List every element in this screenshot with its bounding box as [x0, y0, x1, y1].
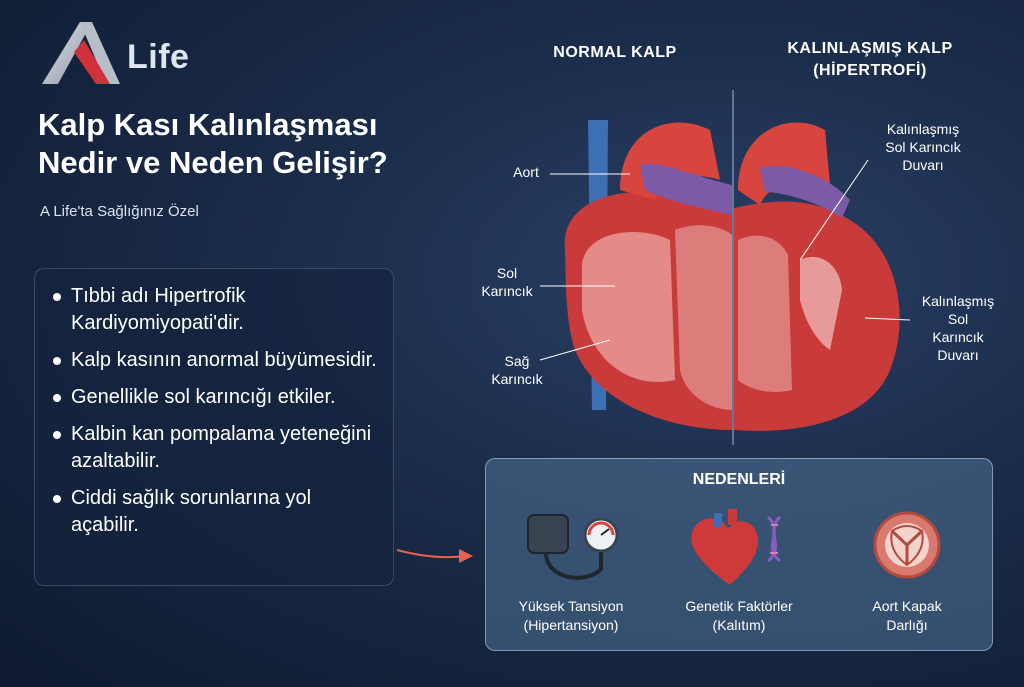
label-sag-karincik-line-1: Sağ [504, 353, 530, 369]
cause-aortic-stenosis: Aort Kapak Darlığı [832, 509, 982, 635]
thick-heading-line-1: KALINLAŞMIŞ KALP [787, 40, 953, 57]
label-aort: Aort [513, 164, 539, 180]
title-line-2: Nedir ve Neden Gelişir? [38, 145, 388, 180]
info-panel: Tıbbi adı Hipertrofik Kardiyomiyopati'di… [34, 268, 394, 586]
label-sol-karincik: Sol Karıncık [472, 264, 542, 300]
normal-heart-heading: NORMAL KALP [553, 44, 677, 61]
causes-panel: NEDENLERİ Yüksek Tansiyon (Hipertansiyon… [485, 458, 993, 651]
causes-title: NEDENLERİ [692, 471, 786, 488]
bullet-item: Kalp kasının anormal büyümesidir. [53, 347, 383, 374]
cause-hypertension: Yüksek Tansiyon (Hipertansiyon) [496, 509, 646, 635]
bullet-item: Tıbbi adı Hipertrofik Kardiyomiyopati'di… [53, 283, 383, 337]
bullet-item: Genellikle sol karıncığı etkiler. [53, 384, 383, 411]
cause-3-line-1: Aort Kapak [872, 598, 942, 614]
blood-pressure-icon [527, 514, 619, 580]
bullet-item: Kalbin kan pompalama yeteneğini azaltabi… [53, 421, 383, 475]
normal-pulmonary-artery [640, 164, 732, 215]
cause-2-line-1: Genetik Faktörler [685, 598, 793, 614]
label-thick-right-line-1: Kalınlaşmış [921, 293, 995, 309]
leader-sag-karincik [539, 339, 611, 361]
aortic-valve-icon [873, 511, 941, 579]
cause-genetics: Genetik Faktörler (Kalıtım) [664, 509, 814, 635]
thick-chamber-narrow [800, 256, 842, 350]
page-title: Kalp Kası Kalınlaşması Nedir ve Neden Ge… [38, 106, 388, 182]
heart-cross-section-illustration [539, 90, 911, 445]
normal-chamber-left [582, 232, 675, 382]
arrow-right-icon [396, 549, 473, 563]
label-thick-top-line-2: Sol Karıncık [885, 139, 961, 155]
subtitle: A Life'ta Sağlığınız Özel [40, 203, 199, 220]
label-sag-karincik-line-2: Karıncık [491, 371, 543, 387]
cause-2-line-2: (Kalıtım) [712, 617, 766, 633]
label-thick-wall-top: Kalınlaşmış Sol Karıncık Duvarı [868, 120, 978, 174]
thick-heading-line-2: (HİPERTROFİ) [813, 62, 927, 79]
cause-1-line-1: Yüksek Tansiyon [518, 598, 624, 614]
title-line-1: Kalp Kası Kalınlaşması [38, 107, 378, 142]
life-logo-icon [42, 22, 120, 84]
label-thick-wall-right: Kalınlaşmış Sol Karıncık Duvarı [908, 292, 1008, 364]
cause-1-line-2: (Hipertansiyon) [523, 617, 619, 633]
heart-dna-icon [691, 509, 782, 585]
label-sol-karincik-line-2: Karıncık [481, 283, 533, 299]
label-thick-right-line-2: Sol [947, 311, 969, 327]
thick-aorta [738, 122, 830, 205]
label-thick-right-line-4: Duvarı [937, 347, 979, 363]
thick-chamber-small [738, 235, 792, 392]
label-thick-top-line-3: Duvarı [902, 157, 944, 173]
cause-3-line-2: Darlığı [886, 617, 928, 633]
bullet-item: Ciddi sağlık sorunlarına yol açabilir. [53, 485, 383, 539]
label-thick-right-line-3: Karıncık [932, 329, 984, 345]
label-sag-karincik: Sağ Karıncık [482, 352, 552, 388]
label-thick-top-line-1: Kalınlaşmış [886, 121, 960, 137]
thick-pulmonary-artery [760, 166, 850, 218]
thick-heart-heading: KALINLAŞMIŞ KALP (HİPERTROFİ) [770, 38, 970, 82]
leader-thick-top [799, 159, 869, 261]
brand-name: Life [127, 38, 190, 76]
label-sol-karincik-line-1: Sol [496, 265, 518, 281]
normal-chamber-right [675, 225, 732, 410]
leader-thick-right [864, 317, 911, 321]
